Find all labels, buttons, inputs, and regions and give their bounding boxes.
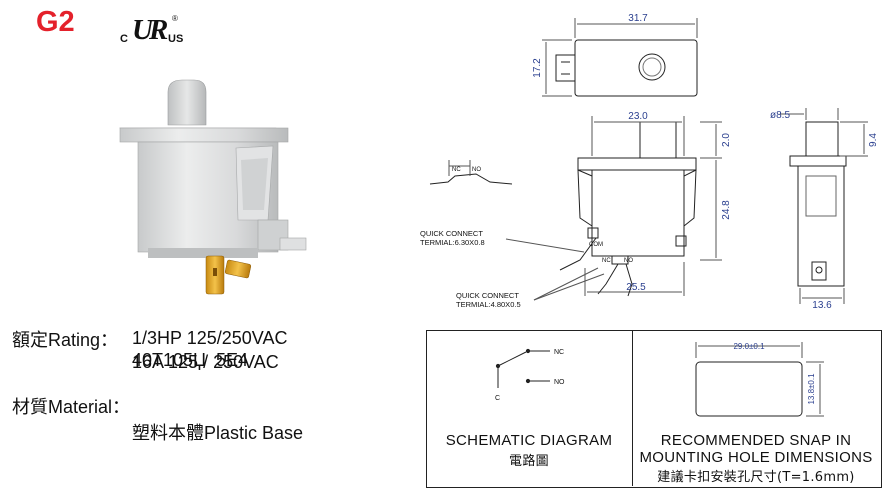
cert-c: C bbox=[120, 33, 128, 45]
rating-line-1: 16A 125 / 250VAC bbox=[132, 352, 279, 372]
dim-top-width: 31.7 bbox=[628, 13, 648, 24]
diagram-drawings: NC NO C 29.0±0.1 13.8±0.1 bbox=[495, 342, 824, 417]
schematic-c: C bbox=[495, 395, 500, 402]
dim-front-width: 23.0 bbox=[628, 111, 648, 122]
dim-front-height: 24.8 bbox=[721, 200, 732, 220]
cert-reg: ® bbox=[172, 14, 178, 23]
sketch-nc: NC bbox=[452, 167, 461, 173]
diagram-divider bbox=[632, 330, 633, 486]
dim-side-dia: ø8.5 bbox=[770, 110, 790, 121]
dim-front-plunger: 2.0 bbox=[721, 133, 732, 147]
front-no: NO bbox=[624, 258, 633, 264]
material-value: 塑料本體Plastic Base bbox=[132, 423, 304, 443]
cert-ur-mark: UR bbox=[132, 14, 168, 46]
dim-side-width: 13.6 bbox=[812, 300, 832, 311]
diagram-box bbox=[426, 330, 882, 488]
qc-large-line2: TERMIAL:6.30X0.8 bbox=[420, 238, 485, 247]
snap-hole-drawing bbox=[695, 342, 824, 417]
schematic-diagram bbox=[495, 348, 550, 388]
rating-label: 額定Rating： bbox=[12, 330, 119, 350]
model-title: G2 bbox=[36, 6, 75, 38]
front-nc: NC bbox=[602, 258, 611, 264]
schematic-no: NO bbox=[554, 379, 565, 386]
dim-side-plunger: 9.4 bbox=[868, 133, 879, 147]
rating-line-3: 40T105Џ 5E4 bbox=[132, 350, 249, 370]
sketch-no: NO bbox=[472, 167, 481, 173]
schematic-caption: SCHEMATIC DIAGRAM bbox=[445, 432, 613, 449]
snap-caption-1: RECOMMENDED SNAP IN bbox=[660, 432, 852, 449]
schematic-caption-zh: 電路圖 bbox=[509, 454, 549, 469]
material-label: 材質Material： bbox=[12, 397, 131, 417]
qc-small-line2: TERMIAL:4.80X0.5 bbox=[456, 300, 521, 309]
dim-front-bottom: 25.5 bbox=[626, 282, 646, 293]
snap-height: 13.8±0.1 bbox=[807, 373, 816, 405]
qc-large-line1: QUICK CONNECT bbox=[420, 229, 483, 238]
front-com: COM bbox=[589, 242, 603, 248]
spec-material: 材質Material： 塑料本體Plastic Base bbox=[2, 372, 362, 443]
cert-us: US bbox=[168, 33, 184, 45]
ul-cert-logo: C UR ® US bbox=[120, 14, 204, 50]
snap-caption-3: 建議卡扣安裝孔尺寸(T=1.6mm) bbox=[657, 470, 855, 485]
product-photo bbox=[119, 79, 307, 295]
spec-rating: 額定Rating： 16A 125 / 250VAC bbox=[2, 305, 342, 372]
snap-width: 29.0±0.1 bbox=[733, 342, 765, 351]
top-view bbox=[542, 18, 698, 97]
side-view bbox=[780, 108, 868, 304]
schematic-nc: NC bbox=[554, 349, 564, 356]
contact-sketch bbox=[429, 160, 513, 185]
rating-line-2: 1/3HP 125/250VAC bbox=[132, 328, 288, 348]
front-view bbox=[559, 116, 722, 297]
qc-small-line1: QUICK CONNECT bbox=[456, 291, 519, 300]
technical-drawings: 31.7 17.2 23.0 2.0 24.8 25.5 ø8.5 9.4 13… bbox=[420, 13, 879, 311]
dim-top-height: 17.2 bbox=[532, 58, 543, 78]
snap-caption-2: MOUNTING HOLE DIMENSIONS bbox=[639, 449, 873, 466]
